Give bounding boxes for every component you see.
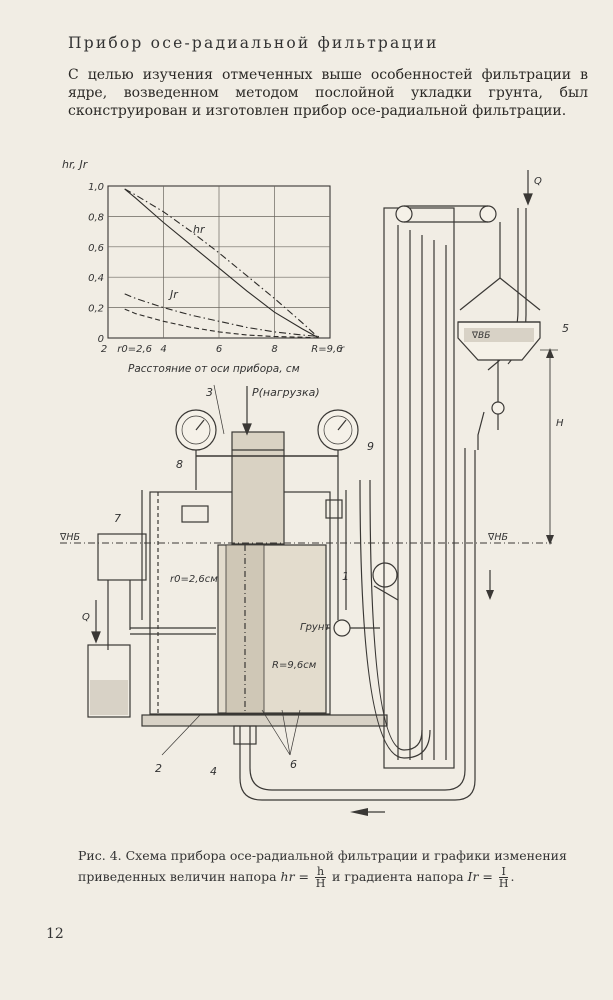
chart-ylabel: hr, Jr bbox=[62, 158, 89, 171]
label-load: P(нагрузка) bbox=[252, 386, 320, 399]
base-plate bbox=[141, 714, 388, 727]
label-nb-right: ∇НБ bbox=[487, 532, 508, 543]
caption-mid: и градиента напора bbox=[328, 869, 468, 884]
label-nb-left: ∇НБ bbox=[59, 532, 80, 543]
label-vb: ∇ВБ bbox=[471, 331, 490, 341]
label-r-big: R=9,6см bbox=[272, 660, 317, 671]
chart-xtick-label: R=9,6 bbox=[311, 344, 342, 355]
chart-ytick-label: 0,2 bbox=[88, 304, 104, 315]
label-5: 5 bbox=[562, 322, 569, 335]
collector-beaker bbox=[87, 644, 131, 718]
curve-label-jr: Jr bbox=[168, 288, 179, 301]
chart-xlabel: Расстояние от оси прибора, см bbox=[128, 363, 300, 375]
label-7: 7 bbox=[114, 512, 121, 525]
chart-ytick-label: 0,6 bbox=[88, 243, 104, 254]
chart-series-2 bbox=[124, 293, 319, 338]
drain-4 bbox=[233, 725, 257, 745]
label-1: 1 bbox=[342, 570, 349, 583]
label-6: 6 bbox=[290, 758, 297, 771]
diagram-labels: P(нагрузка) 3 8 9 7 Q Q ∇НБ ∇НБ ∇ВБ 5 Н … bbox=[59, 176, 569, 778]
chart-ytick-label: 0,8 bbox=[88, 212, 104, 223]
head-gradient-chart: hr, Jr 0 0,2 0,4 0,6 0,8 1,0 2 r0=2,6 4 6 8 R=9,6r… bbox=[62, 158, 345, 375]
caption-ir: Ir bbox=[467, 869, 479, 884]
label-9: 9 bbox=[367, 440, 374, 453]
caption-hr: hr bbox=[280, 869, 295, 884]
chart-xtick-label: 4 bbox=[160, 344, 166, 355]
chart-xtick-label: 8 bbox=[271, 344, 277, 355]
caption-den2: H bbox=[498, 877, 509, 890]
piezometer-board bbox=[383, 207, 455, 769]
label-4: 4 bbox=[210, 765, 217, 778]
label-q-right: Q bbox=[534, 176, 542, 187]
chart-series-3 bbox=[124, 308, 319, 339]
caption-num2: I bbox=[498, 866, 509, 878]
label-h: Н bbox=[556, 418, 564, 429]
page-number: 12 bbox=[46, 926, 64, 942]
chart-ytick-label: 0,4 bbox=[88, 273, 104, 284]
chart-series-1 bbox=[124, 188, 320, 339]
chart-ytick-label: 0 bbox=[98, 334, 104, 345]
caption-eq2: = bbox=[478, 869, 497, 884]
chart-xtick-label: r bbox=[340, 344, 345, 355]
intro-paragraph: С целью изучения отмеченных выше особенн… bbox=[68, 67, 588, 119]
overflow-unit-7 bbox=[97, 533, 147, 581]
section-heading: Прибор осе-радиальной фильтрации bbox=[68, 34, 439, 52]
apparatus-diagram bbox=[60, 170, 558, 816]
pulley-left bbox=[395, 205, 413, 223]
pulley-right bbox=[479, 205, 497, 223]
caption-num1: h bbox=[314, 865, 327, 878]
label-q-left: Q bbox=[82, 612, 90, 623]
chart-xtick-label: r0=2,6 bbox=[117, 344, 152, 355]
caption-eq1: = bbox=[294, 869, 313, 884]
chart-xtick-label: 6 bbox=[216, 344, 222, 355]
label-8: 8 bbox=[176, 458, 183, 471]
piston bbox=[231, 431, 285, 545]
caption-main: Рис. 4. Схема прибора осе-радиальной фил… bbox=[78, 848, 567, 884]
caption-end: . bbox=[510, 869, 515, 884]
label-2: 2 bbox=[155, 762, 162, 775]
chart-ytick-label: 1,0 bbox=[88, 182, 104, 193]
label-soil: Грунт bbox=[300, 622, 331, 633]
curve-label-hr: hr bbox=[193, 223, 206, 236]
chart-xtick-label: 2 bbox=[101, 344, 107, 355]
figure-caption: Рис. 4. Схема прибора осе-радиальной фил… bbox=[78, 846, 586, 889]
valve-1 bbox=[333, 619, 351, 637]
caption-den1: H bbox=[315, 877, 326, 890]
label-3: 3 bbox=[206, 386, 213, 399]
label-r0: r0=2,6см bbox=[170, 574, 218, 585]
chart-series-0 bbox=[124, 188, 320, 339]
valve-8 bbox=[181, 505, 209, 523]
pump-valve bbox=[372, 562, 398, 588]
